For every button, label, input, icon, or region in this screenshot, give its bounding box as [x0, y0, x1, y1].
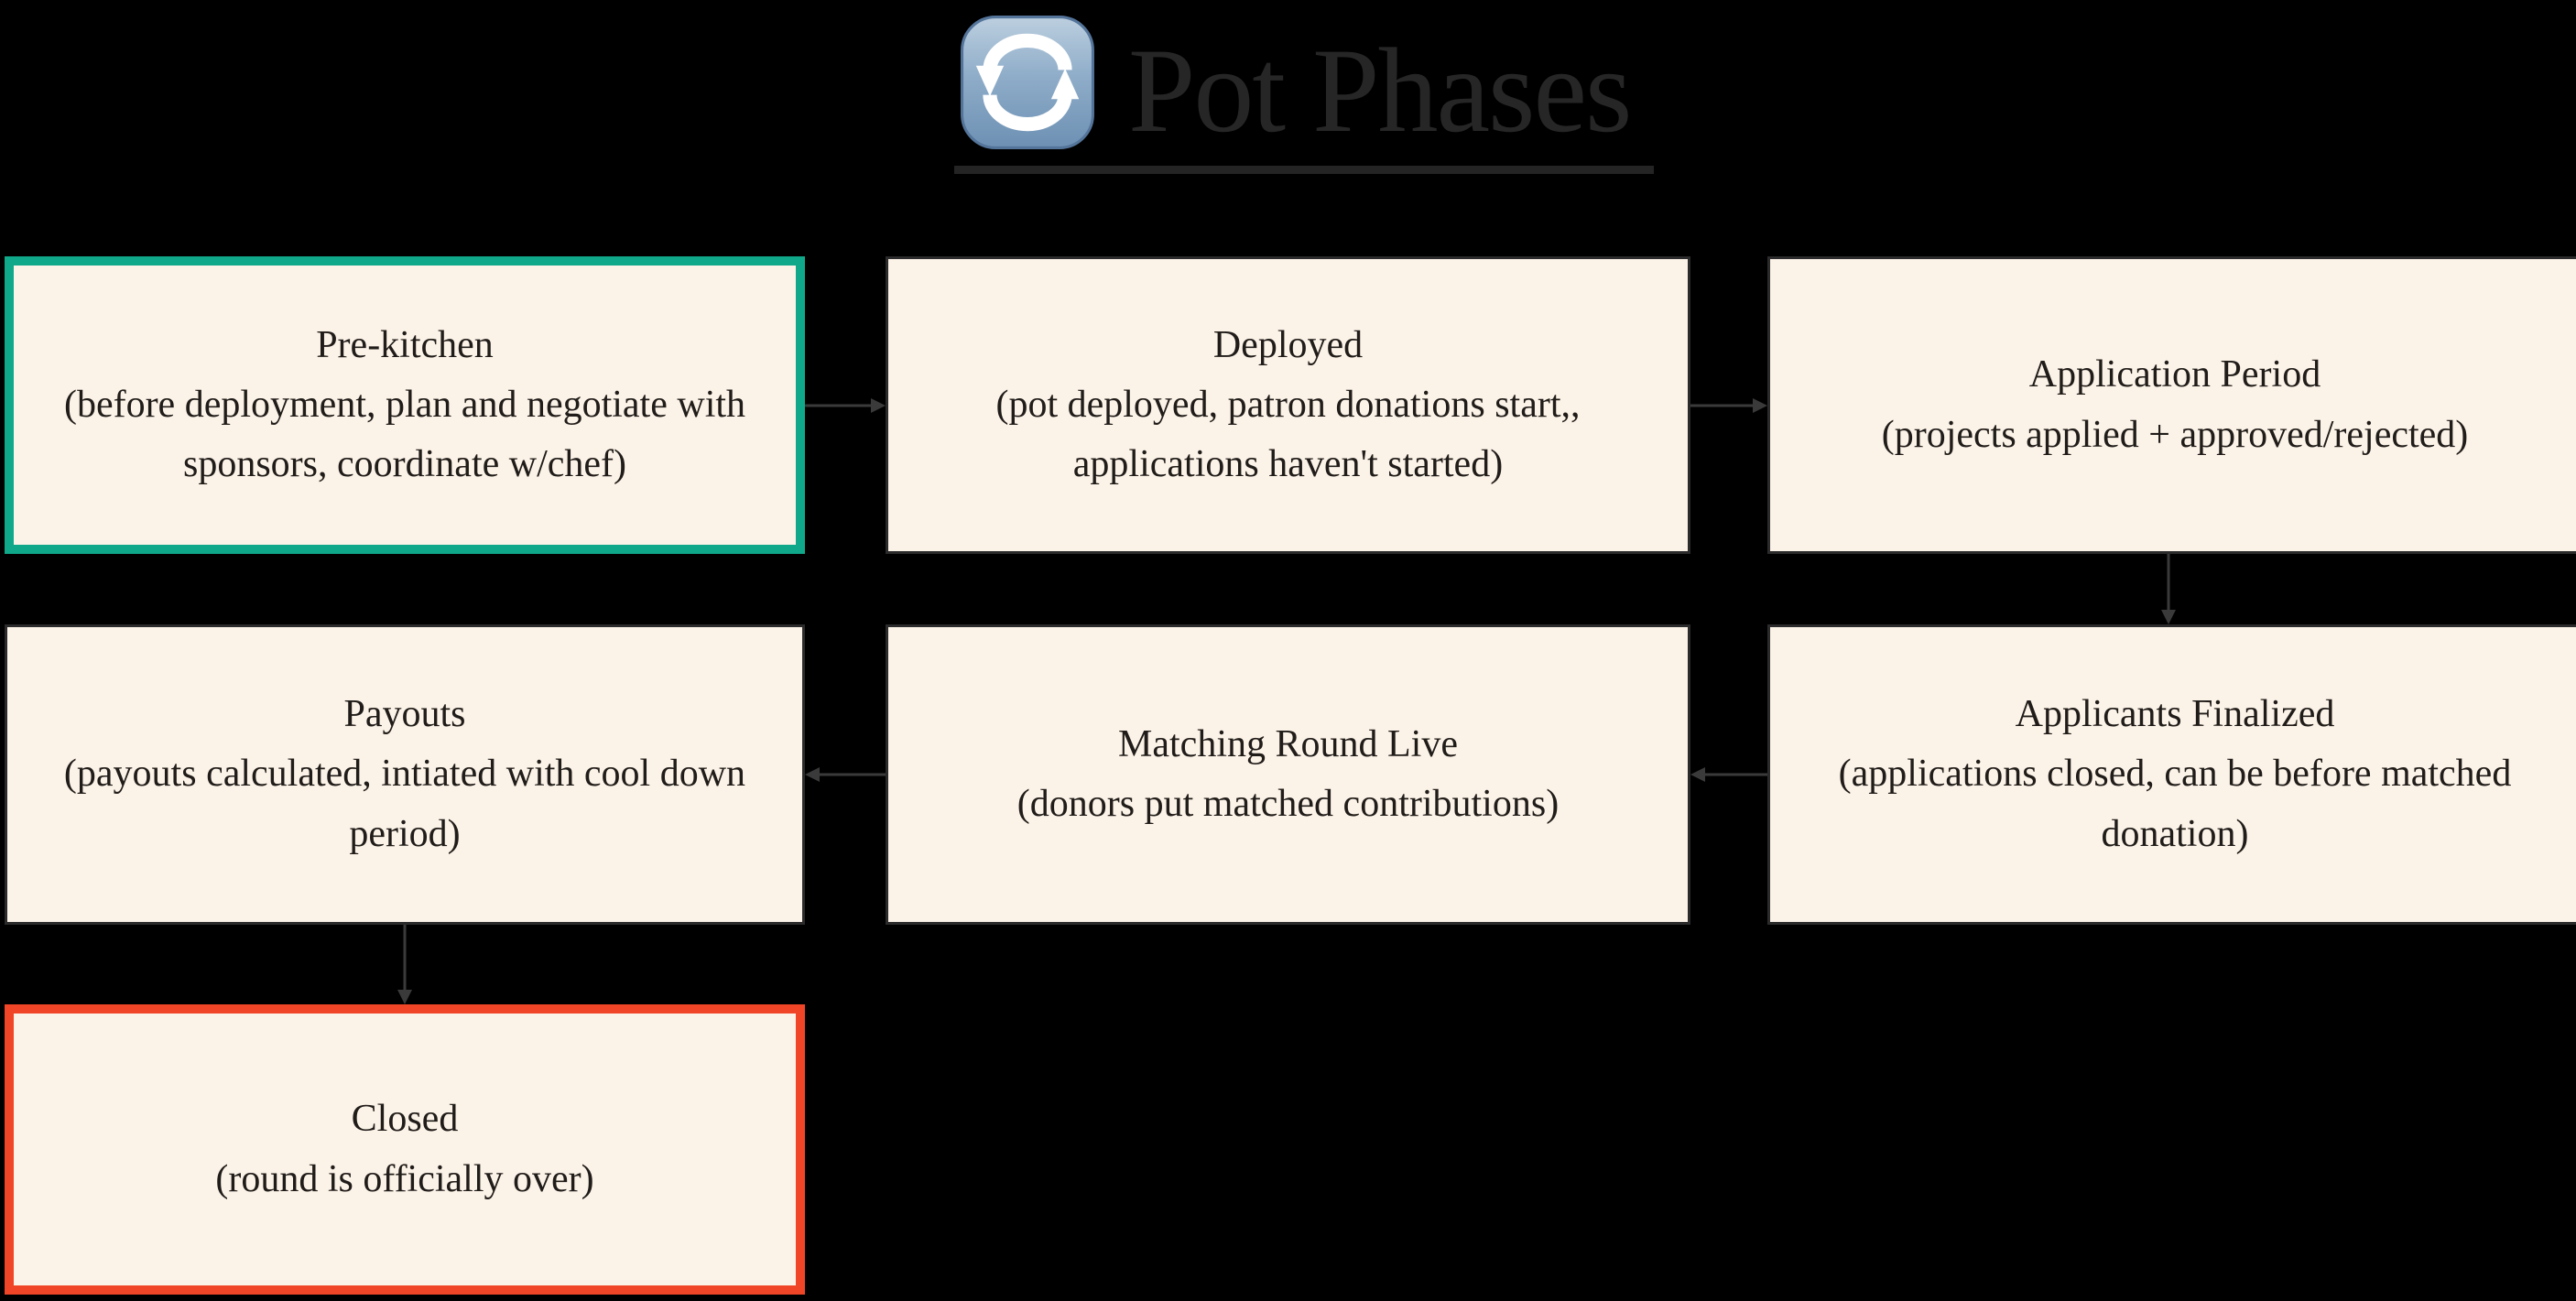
- node-applicants-finalized[interactable]: Applicants Finalized (applications close…: [1767, 624, 2576, 925]
- counterclockwise-arrows-icon: [958, 13, 1097, 157]
- node-payouts[interactable]: Payouts (payouts calculated, intiated wi…: [5, 624, 805, 925]
- node-title: Application Period: [2028, 353, 2321, 396]
- node-deployed[interactable]: Deployed (pot deployed, patron donations…: [886, 256, 1690, 554]
- node-description: (payouts calculated, intiated with cool …: [63, 753, 746, 855]
- node-title: Deployed: [1212, 323, 1364, 366]
- arrow-matching-round-live-to-payouts: [805, 767, 886, 782]
- node-description: (donors put matched contributions): [1016, 783, 1560, 825]
- page-title: Pot Phases: [1128, 23, 1632, 157]
- node-title: Matching Round Live: [1118, 722, 1458, 765]
- node-title: Closed: [351, 1098, 459, 1141]
- node-title: Payouts: [343, 693, 466, 736]
- arrow-payouts-to-closed: [397, 925, 412, 1004]
- node-closed[interactable]: Closed (round is officially over): [5, 1004, 805, 1295]
- node-description: (round is officially over): [215, 1157, 594, 1200]
- node-description: (before deployment, plan and negotiate w…: [63, 383, 746, 486]
- arrow-application-period-to-applicants-finalized: [2161, 554, 2176, 624]
- node-application-period[interactable]: Application Period (projects applied + a…: [1767, 256, 2576, 554]
- arrow-deployed-to-application-period: [1690, 398, 1767, 413]
- node-title: Applicants Finalized: [2015, 693, 2335, 736]
- node-description: (pot deployed, patron donations start,, …: [995, 383, 1581, 486]
- node-pre-kitchen[interactable]: Pre-kitchen (before deployment, plan and…: [5, 256, 805, 554]
- diagram-title-group: Pot Phases: [954, 13, 1655, 174]
- node-title: Pre-kitchen: [316, 323, 494, 366]
- arrow-applicants-finalized-to-matching-round-live: [1690, 767, 1767, 782]
- node-matching-round-live[interactable]: Matching Round Live (donors put matched …: [886, 624, 1690, 925]
- node-description: (applications closed, can be before matc…: [1838, 753, 2512, 855]
- arrow-pre-kitchen-to-deployed: [805, 398, 886, 413]
- node-description: (projects applied + approved/rejected): [1881, 413, 2469, 456]
